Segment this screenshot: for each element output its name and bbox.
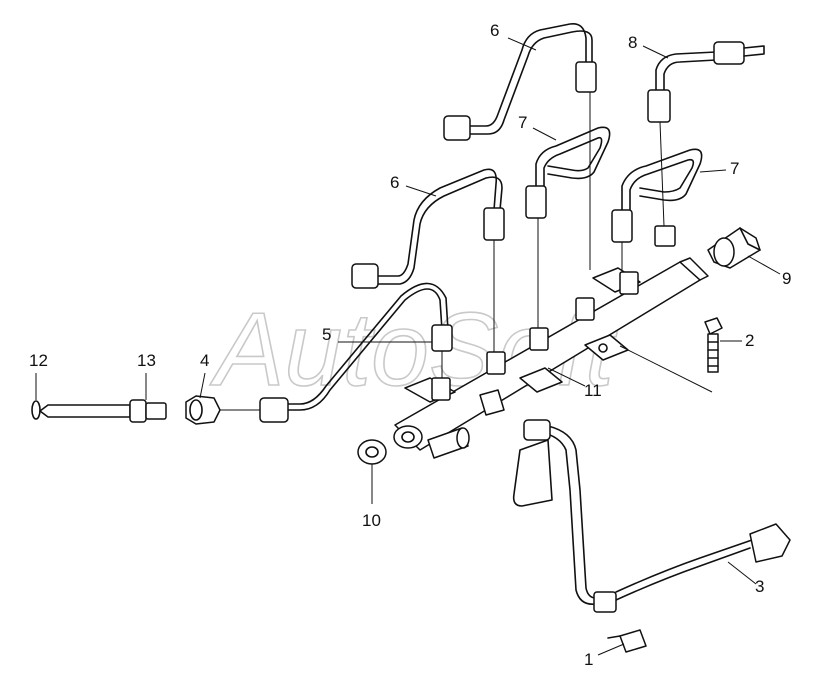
mounting-bolt [704, 317, 723, 373]
callout-10: 10 [362, 511, 381, 530]
callout-11: 11 [584, 381, 602, 400]
callout-3: 3 [755, 577, 764, 596]
callout-7-right: 7 [730, 159, 739, 178]
clamp-bolt [607, 629, 647, 653]
callout-5: 5 [322, 325, 331, 344]
pipe-nut-fitting [185, 395, 221, 425]
leader-lines [35, 37, 781, 656]
callout-9: 9 [782, 269, 791, 288]
high-pressure-pipe-7-left [525, 126, 611, 219]
return-pipe-8 [647, 41, 765, 123]
pressure-sensor [707, 227, 761, 269]
high-pressure-pipe-6-upper [443, 22, 597, 141]
callout-1: 1 [584, 650, 593, 669]
callout-7-left: 7 [518, 113, 527, 132]
fuel-feed-pipe-3 [512, 419, 791, 613]
rail-plug [357, 439, 387, 465]
fuel-rail [393, 225, 709, 459]
high-pressure-pipe-6-lower [351, 168, 505, 289]
callout-13: 13 [137, 351, 156, 370]
callout-2: 2 [745, 331, 754, 350]
o-ring [31, 400, 41, 420]
high-pressure-pipe-7-right [611, 148, 703, 243]
injector-nozzle [39, 399, 167, 423]
callout-6-lower: 6 [390, 173, 399, 192]
callout-8: 8 [628, 33, 637, 52]
callout-6-upper: 6 [490, 21, 499, 40]
high-pressure-pipe-5 [259, 282, 453, 423]
callout-12: 12 [29, 351, 48, 370]
callout-4: 4 [200, 351, 209, 370]
